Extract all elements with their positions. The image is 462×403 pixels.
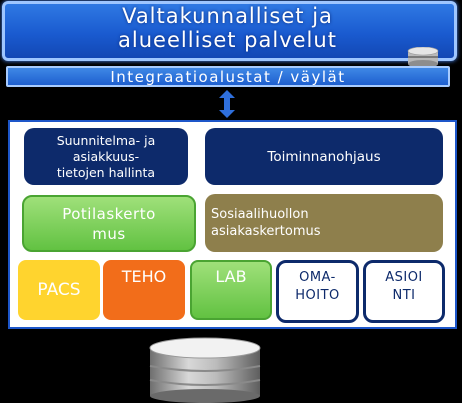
plan-box-line3: tietojen hallinta: [56, 164, 156, 180]
database-icon: [149, 337, 261, 403]
lab-box: LAB: [190, 260, 272, 320]
teho-label: TEHO: [121, 267, 167, 286]
plan-and-client-data-box: Suunnitelma- ja asiakkuus- tietojen hall…: [24, 128, 188, 185]
asiointi-box: ASIOI NTI: [363, 260, 445, 323]
asiointi-line1: ASIOI: [385, 270, 423, 285]
asiointi-line2: NTI: [392, 288, 416, 303]
teho-box: TEHO: [103, 260, 185, 320]
patient-record-line2: mus: [92, 224, 126, 243]
database-icon: [407, 47, 439, 68]
services-banner-line2: alueelliset palvelut: [118, 28, 337, 52]
pacs-box: PACS: [18, 260, 100, 320]
services-banner-text: Valtakunnalliset ja alueelliset palvelut: [0, 4, 455, 52]
oma-hoito-line1: OMA-: [299, 270, 336, 285]
social-record-line1: Sosiaalihuollon: [211, 207, 309, 222]
patient-record-line1: Potilaskerto: [62, 204, 156, 223]
patient-record-box: Potilaskerto mus: [22, 195, 196, 252]
social-care-record-box: Sosiaalihuollon asiakaskertomus: [205, 194, 443, 252]
operations-control-label: Toiminnanohjaus: [267, 148, 381, 165]
plan-box-line2: asiakkuus-: [72, 148, 140, 164]
services-banner: [2, 1, 457, 61]
social-record-line2: asiakaskertomus: [211, 224, 321, 239]
plan-box-line1: Suunnitelma- ja: [56, 132, 156, 148]
operations-control-box: Toiminnanohjaus: [205, 128, 443, 185]
pacs-label: PACS: [37, 280, 81, 300]
integration-bar: Integraatioalustat / väylät: [6, 66, 450, 87]
oma-hoito-box: OMA- HOITO: [276, 260, 359, 323]
lab-label: LAB: [215, 267, 247, 286]
integration-label: Integraatioalustat / väylät: [110, 68, 346, 86]
services-banner-line1: Valtakunnalliset ja: [122, 4, 333, 28]
oma-hoito-line2: HOITO: [295, 288, 340, 303]
double-arrow-icon: [219, 90, 235, 118]
